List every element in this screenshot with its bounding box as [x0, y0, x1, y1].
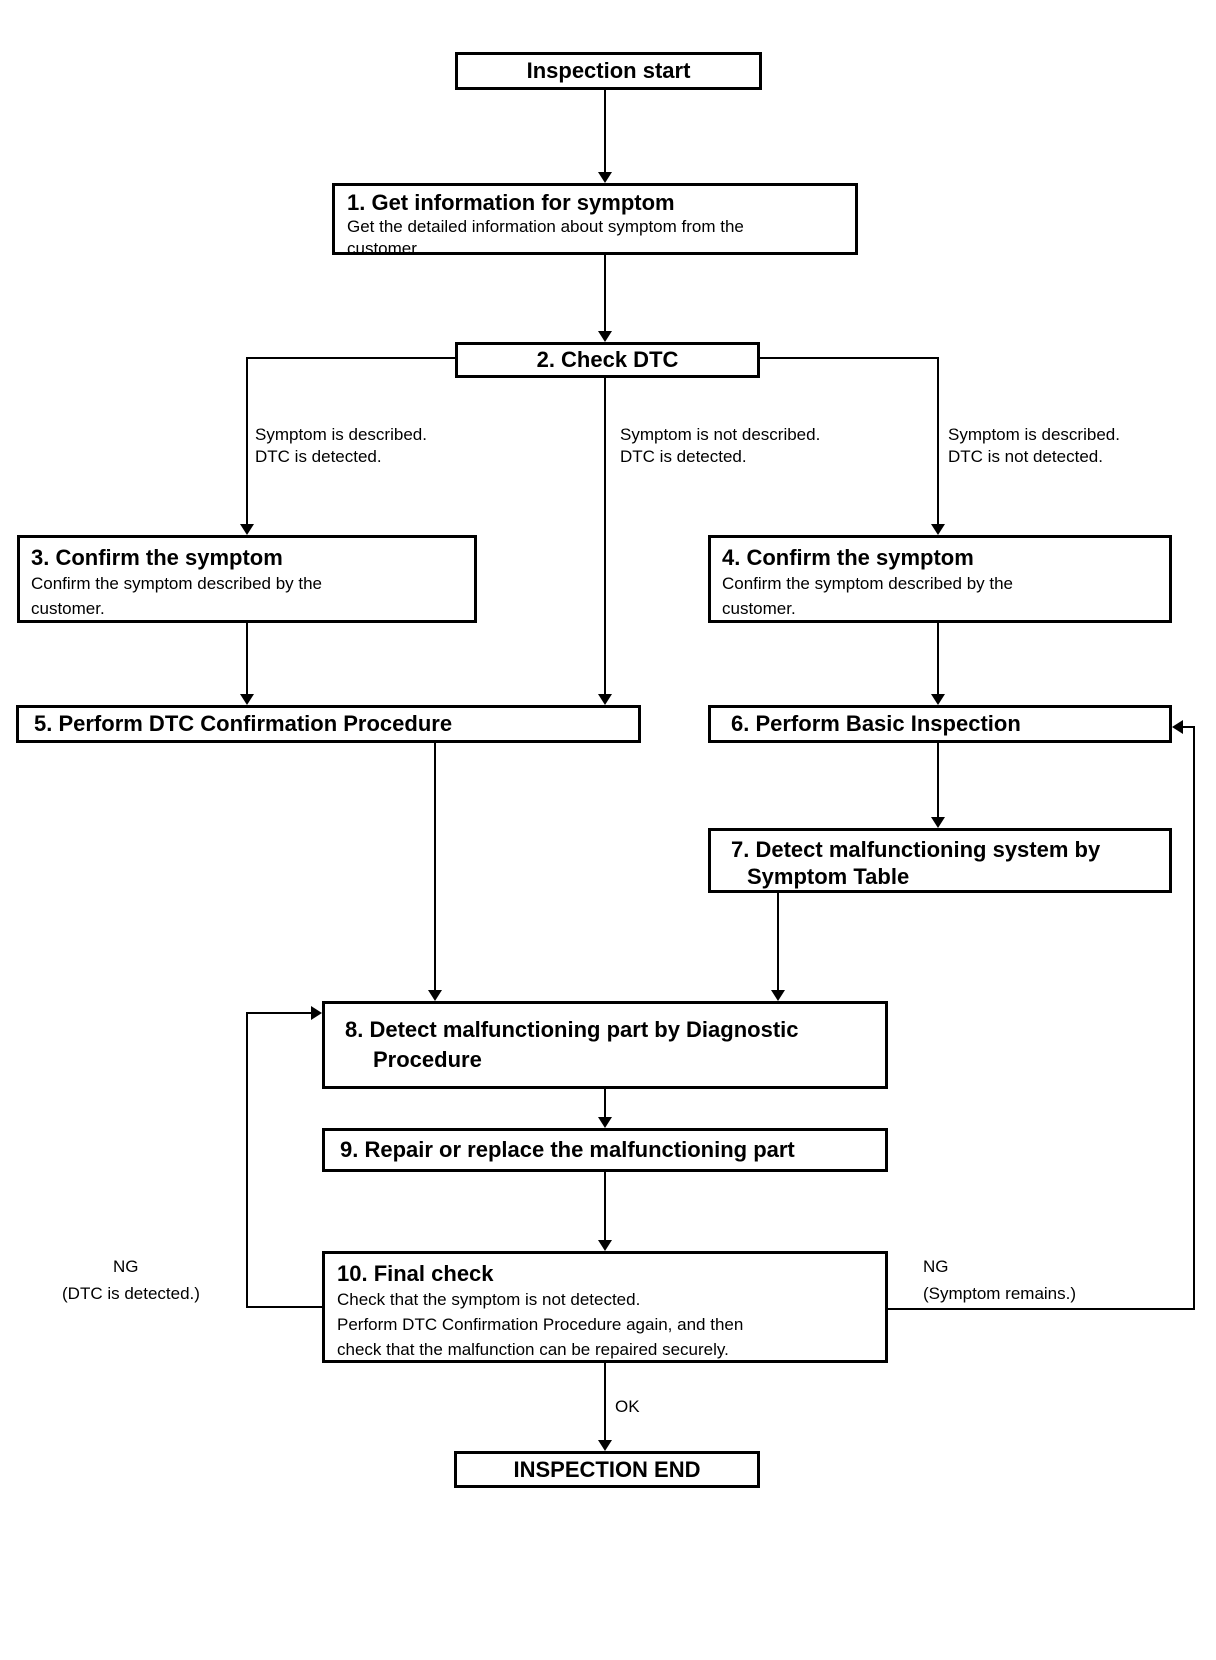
- arrowhead-into-10: [598, 1240, 612, 1251]
- arrowhead-into-5-middle: [598, 694, 612, 705]
- feedback-10-to-8-vertical: [246, 1012, 248, 1308]
- arrowhead-into-6: [931, 694, 945, 705]
- node-inspection-start-label: Inspection start: [526, 58, 691, 83]
- node-2-title: 2. Check DTC: [536, 347, 679, 372]
- node-1-body-line2: customer.: [347, 239, 421, 258]
- connector-3-to-5: [246, 623, 248, 696]
- feedback-10-to-6-bottom: [888, 1308, 1195, 1310]
- node-3-body-line2: customer.: [31, 599, 105, 618]
- ng-right-label-line2: (Symptom remains.): [923, 1284, 1077, 1303]
- connector-7-to-8: [777, 893, 779, 992]
- arrowhead-into-8-left: [428, 990, 442, 1001]
- connector-9-to-10: [604, 1172, 606, 1242]
- node-9-title: 9. Repair or replace the malfunctioning …: [340, 1137, 795, 1162]
- branch-label-middle-line2: DTC is detected.: [620, 447, 747, 466]
- node-4-title: 4. Confirm the symptom: [722, 545, 974, 570]
- ok-label: OK: [615, 1397, 640, 1416]
- feedback-10-to-6-top: [1183, 726, 1195, 728]
- arrowhead-into-end: [598, 1440, 612, 1451]
- connector-1-to-2: [604, 255, 606, 333]
- connector-2-to-4-horizontal: [760, 357, 939, 359]
- node-10-title: 10. Final check: [337, 1261, 494, 1286]
- branch-label-left-line2: DTC is detected.: [255, 447, 382, 466]
- feedback-10-to-8-bottom: [246, 1306, 322, 1308]
- connector-5-to-8: [434, 743, 436, 992]
- node-4-confirm-symptom: 4. Confirm the symptom Confirm the sympt…: [708, 535, 1172, 623]
- arrowhead-into-8-side: [311, 1006, 322, 1020]
- node-8-title-line2: Procedure: [373, 1047, 482, 1072]
- connector-2-to-3-horizontal: [246, 357, 455, 359]
- connector-10-to-end: [604, 1363, 606, 1442]
- node-inspection-end-label: INSPECTION END: [513, 1456, 701, 1482]
- node-7-detect-system: 7. Detect malfunctioning system by Sympt…: [708, 828, 1172, 893]
- ng-right-label-line1: NG: [923, 1257, 949, 1276]
- arrowhead-into-8-right: [771, 990, 785, 1001]
- connector-2-to-4-vertical: [937, 357, 939, 526]
- node-inspection-start: Inspection start: [455, 52, 762, 90]
- node-6-title: 6. Perform Basic Inspection: [731, 711, 1021, 736]
- node-9-repair-replace: 9. Repair or replace the malfunctioning …: [322, 1128, 888, 1172]
- node-1-body-line1: Get the detailed information about sympt…: [347, 217, 744, 236]
- node-5-dtc-confirmation: 5. Perform DTC Confirmation Procedure: [16, 705, 641, 743]
- node-7-title-line2: Symptom Table: [747, 864, 910, 889]
- connector-6-to-7: [937, 743, 939, 819]
- node-6-basic-inspection: 6. Perform Basic Inspection: [708, 705, 1172, 743]
- connector-2-to-5-vertical: [604, 378, 606, 696]
- connector-start-to-1: [604, 90, 606, 174]
- arrowhead-into-9: [598, 1117, 612, 1128]
- connector-8-to-9: [604, 1089, 606, 1119]
- branch-label-left-line1: Symptom is described.: [255, 425, 427, 444]
- node-1-get-information: 1. Get information for symptom Get the d…: [332, 183, 858, 258]
- branch-label-right-line2: DTC is not detected.: [948, 447, 1103, 466]
- feedback-10-to-8-top: [246, 1012, 311, 1014]
- node-7-title-line1: 7. Detect malfunctioning system by: [731, 837, 1101, 862]
- branch-label-left: Symptom is described. DTC is detected.: [255, 424, 427, 468]
- branch-label-middle: Symptom is not described. DTC is detecte…: [620, 424, 820, 468]
- arrowhead-into-4: [931, 524, 945, 535]
- node-10-body-line2: Perform DTC Confirmation Procedure again…: [337, 1315, 744, 1334]
- node-10-final-check: 10. Final check Check that the symptom i…: [322, 1251, 888, 1363]
- node-5-title: 5. Perform DTC Confirmation Procedure: [34, 711, 453, 736]
- node-10-body-line1: Check that the symptom is not detected.: [337, 1290, 641, 1309]
- node-4-body-line2: customer.: [722, 599, 796, 618]
- arrowhead-into-3: [240, 524, 254, 535]
- node-4-body-line1: Confirm the symptom described by the: [722, 574, 1014, 593]
- node-3-confirm-symptom: 3. Confirm the symptom Confirm the sympt…: [17, 535, 477, 623]
- branch-label-middle-line1: Symptom is not described.: [620, 425, 821, 444]
- arrowhead-into-6-side: [1172, 720, 1183, 734]
- node-8-detect-part: 8. Detect malfunctioning part by Diagnos…: [322, 1001, 888, 1089]
- connector-2-to-3-vertical: [246, 357, 248, 526]
- node-8-title-line1: 8. Detect malfunctioning part by Diagnos…: [345, 1017, 799, 1042]
- node-1-title: 1. Get information for symptom: [347, 190, 675, 215]
- ng-left-label-line1: NG: [113, 1257, 139, 1276]
- branch-label-right-line1: Symptom is described.: [948, 425, 1120, 444]
- node-10-body-line3: check that the malfunction can be repair…: [337, 1340, 729, 1359]
- node-3-title: 3. Confirm the symptom: [31, 545, 283, 570]
- arrowhead-into-1: [598, 172, 612, 183]
- connector-4-to-6: [937, 623, 939, 696]
- branch-label-right: Symptom is described. DTC is not detecte…: [948, 424, 1120, 468]
- node-2-check-dtc: 2. Check DTC: [455, 342, 760, 378]
- arrowhead-into-7: [931, 817, 945, 828]
- arrowhead-into-5-left: [240, 694, 254, 705]
- feedback-10-to-6-vertical: [1193, 726, 1195, 1310]
- ng-left-label-line2: (DTC is detected.): [62, 1284, 200, 1303]
- arrowhead-into-2: [598, 331, 612, 342]
- node-inspection-end: INSPECTION END: [454, 1451, 760, 1488]
- node-3-body-line1: Confirm the symptom described by the: [31, 574, 323, 593]
